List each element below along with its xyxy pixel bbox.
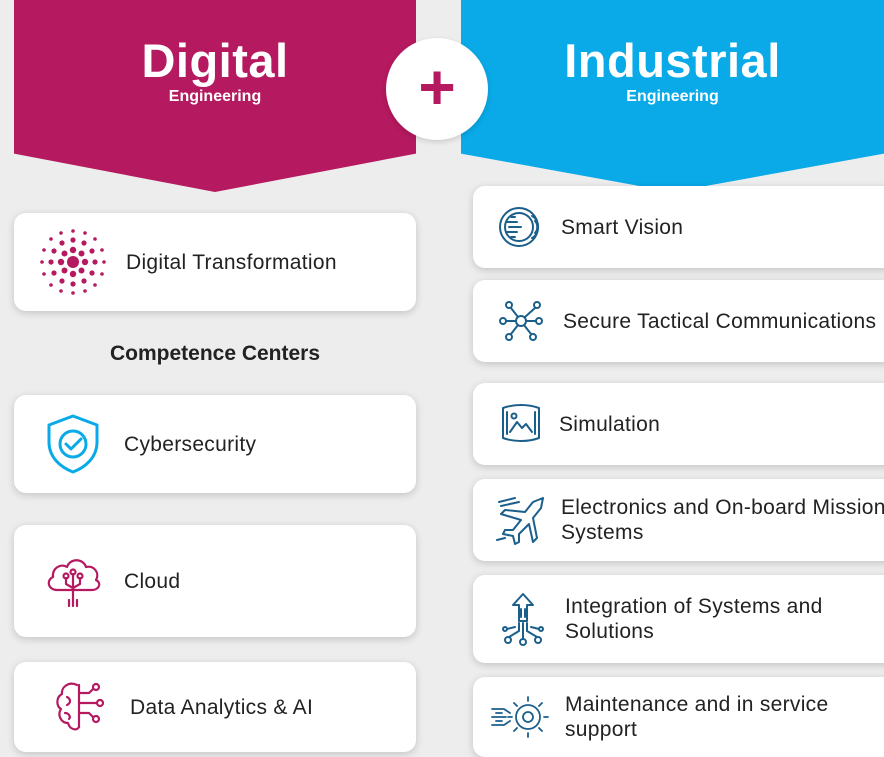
jet-plane-icon [495,494,547,546]
competence-centers-heading: Competence Centers [109,342,321,365]
network-nodes-icon [495,297,547,345]
card-cybersecurity[interactable]: Cybersecurity [14,395,416,493]
card-electronics-mission-systems[interactable]: Electronics and On-board Mission Systems [473,479,884,561]
card-label: Cybersecurity [124,432,257,456]
card-cloud[interactable]: Cloud [14,525,416,637]
gear-hand-icon [487,691,553,743]
card-digital-transformation[interactable]: Digital Transformation [14,213,416,311]
dots-sphere-icon [38,228,108,296]
card-label: Secure Tactical Communications [563,309,877,333]
industrial-subtitle: Engineering [626,88,719,105]
card-label: Simulation [559,412,661,436]
card-label: Maintenance and in service support [565,693,829,741]
card-label: Cloud [124,569,181,593]
card-label: Data Analytics & AI [130,695,314,719]
brain-circuit-icon [48,679,110,735]
shield-check-icon [38,412,108,476]
digital-subtitle: Engineering [168,88,262,105]
industrial-engineering-banner: Industrial Engineering [461,0,884,192]
plus-badge: + [386,38,488,140]
card-label: Smart Vision [561,215,684,239]
card-integration-systems-solutions[interactable]: Integration of Systems and Solutions [473,575,884,663]
digital-title: Digital [141,34,289,87]
cloud-circuit-icon [38,550,108,612]
simulation-screen-icon [495,402,547,446]
card-label: Electronics and On-board Mission Systems [561,496,884,544]
integration-arrow-icon [497,591,549,647]
card-simulation[interactable]: Simulation [473,383,884,465]
card-label: Integration of Systems and Solutions [565,595,823,643]
plus-icon: + [418,51,456,123]
card-maintenance-support[interactable]: Maintenance and in service support [473,677,884,757]
digital-engineering-banner: Digital Engineering [14,0,416,192]
card-data-analytics-ai[interactable]: Data Analytics & AI [14,662,416,752]
card-label: Digital Transformation [126,250,337,274]
smart-vision-icon [495,204,547,250]
card-smart-vision[interactable]: Smart Vision [473,186,884,268]
card-secure-tactical-communications[interactable]: Secure Tactical Communications [473,280,884,362]
industrial-title: Industrial [564,34,781,87]
